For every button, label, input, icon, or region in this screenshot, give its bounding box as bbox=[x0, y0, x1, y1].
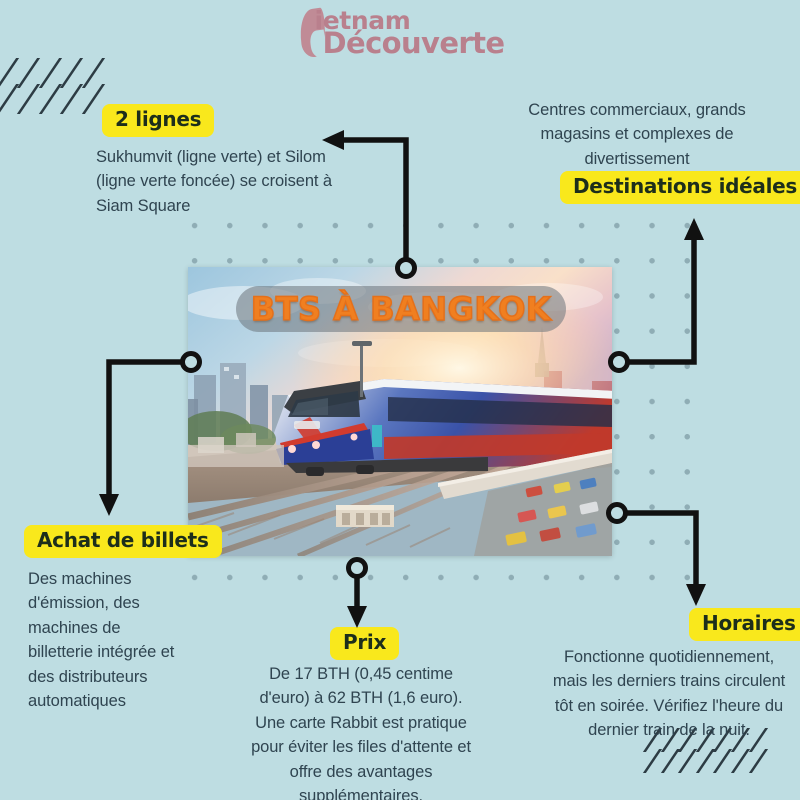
connector-to-2-lignes bbox=[322, 130, 417, 279]
text-prix: De 17 BTH (0,45 centime d'euro) à 62 BTH… bbox=[251, 665, 471, 800]
brand-logo: ietnam Découverte bbox=[0, 6, 800, 60]
text-horaires: Fonctionne quotidiennement, mais les der… bbox=[552, 648, 786, 740]
badge-prix: Prix bbox=[330, 627, 400, 660]
text-destinations-ideales: Centres commerciaux, grands magasins et … bbox=[528, 101, 746, 168]
brand-name-line1: ietnam bbox=[314, 6, 411, 35]
text-achat-de-billets: Des machines d'émission, des machines de… bbox=[28, 570, 175, 711]
connector-to-prix bbox=[346, 557, 368, 628]
connector-to-achat-de-billets bbox=[99, 351, 202, 516]
badge-destinations-ideales: Destinations idéales bbox=[560, 171, 800, 204]
hero-title-backdrop bbox=[236, 286, 566, 332]
text-2-lignes: Sukhumvit (ligne verte) et Silom (ligne … bbox=[96, 148, 332, 215]
connector-to-horaires bbox=[606, 502, 706, 606]
hatch-decoration-top-left bbox=[0, 58, 114, 114]
hero-title: BTS À BANGKOK bbox=[250, 289, 552, 329]
connector-to-destinations bbox=[608, 218, 704, 373]
badge-horaires: Horaires bbox=[689, 608, 800, 641]
badge-achat-de-billets: Achat de billets bbox=[24, 525, 222, 558]
badge-2-lignes: 2 lignes bbox=[102, 104, 215, 137]
brand-name-line2: Découverte bbox=[322, 26, 506, 60]
hero-photo: BTS À BANGKOK bbox=[188, 267, 612, 556]
